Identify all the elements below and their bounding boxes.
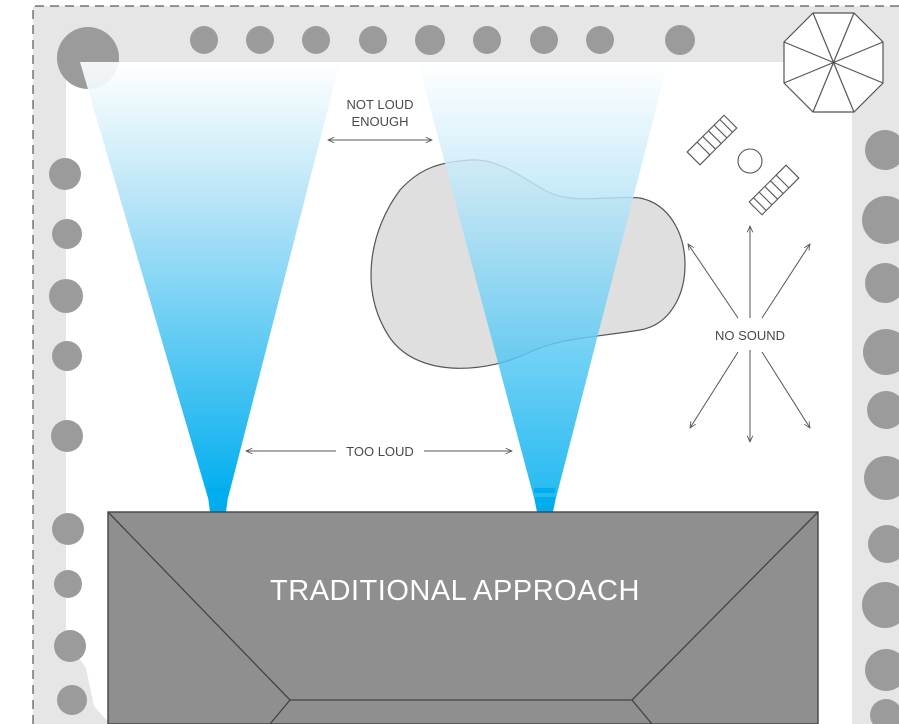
shrub xyxy=(190,26,218,54)
property-line xyxy=(32,5,899,724)
shrub xyxy=(473,26,501,54)
shrub xyxy=(51,420,83,452)
shrub xyxy=(49,158,81,190)
lounge-chair xyxy=(748,164,800,216)
shrub-row-left xyxy=(49,158,87,715)
shrub xyxy=(862,582,899,628)
shrub xyxy=(54,630,86,662)
shrub xyxy=(586,26,614,54)
shrub-row-right xyxy=(862,130,899,724)
shrub xyxy=(865,263,899,303)
shrub xyxy=(862,196,899,244)
no-sound-arrows xyxy=(688,226,810,442)
shrub xyxy=(863,329,899,375)
shrub xyxy=(57,685,87,715)
shrub xyxy=(865,649,899,691)
not-loud-label-line2: ENOUGH xyxy=(351,114,408,129)
shrub xyxy=(52,341,82,371)
shrub xyxy=(415,25,445,55)
too-loud-label: TOO LOUD xyxy=(346,444,414,459)
no-sound-label: NO SOUND xyxy=(715,328,785,343)
speaker-right xyxy=(534,488,555,493)
shrub xyxy=(52,513,84,545)
speaker-left-base xyxy=(208,497,228,512)
shrub xyxy=(867,391,899,429)
shrub xyxy=(865,130,899,170)
shrub xyxy=(665,25,695,55)
speaker-right-base xyxy=(534,497,556,512)
shrub xyxy=(302,26,330,54)
shrub xyxy=(49,279,83,313)
shrub xyxy=(359,26,387,54)
not-loud-label-line1: NOT LOUD xyxy=(347,97,414,112)
house-title: TRADITIONAL APPROACH xyxy=(270,575,640,607)
house-roof xyxy=(107,511,819,724)
shrub xyxy=(868,525,899,563)
shrub xyxy=(530,26,558,54)
shrub xyxy=(870,699,899,724)
shrub xyxy=(52,219,82,249)
shrub-row-top xyxy=(57,25,695,89)
shrub xyxy=(864,456,899,500)
lounge-chair xyxy=(686,114,738,166)
sound-beam-right xyxy=(418,62,668,498)
sound-beam-left xyxy=(80,62,340,498)
shrub xyxy=(54,570,82,598)
side-table xyxy=(737,148,763,174)
shrub xyxy=(246,26,274,54)
speaker-left xyxy=(207,488,228,493)
patio-umbrella xyxy=(783,12,884,113)
